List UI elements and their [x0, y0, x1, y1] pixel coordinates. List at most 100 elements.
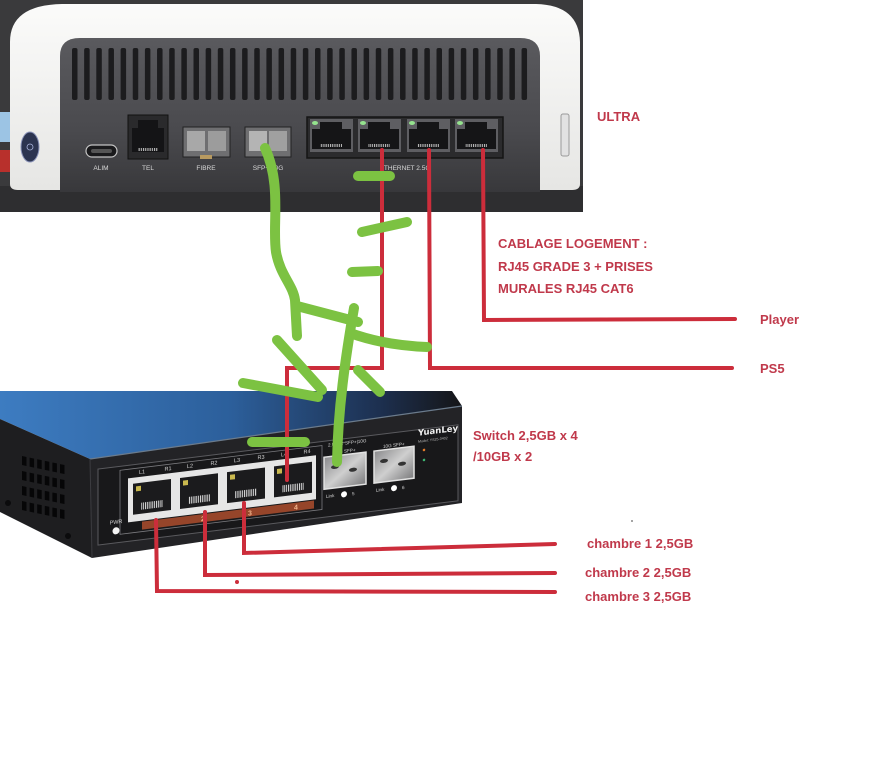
tel-label: TEL [142, 165, 154, 172]
port-pins [141, 500, 163, 510]
port-opening [274, 461, 312, 498]
vent-hole [22, 501, 27, 511]
fibre-port-latch [200, 155, 212, 159]
sfp-number-5: 5 [352, 491, 355, 496]
vent-slot [108, 48, 114, 100]
cable-switch-to-chambre-2 [203, 510, 557, 578]
vent-hole [29, 457, 35, 468]
switch-front-panel: 1 2 3 4 L1 R1 L2 R2 L3 R3 L4 R4 PWR 2.5G… [97, 424, 459, 546]
copper-cables [154, 148, 737, 594]
vent-slot [96, 48, 102, 100]
port-opening [227, 467, 265, 504]
vent-hole [22, 456, 27, 466]
router-name-label: ULTRA [597, 109, 641, 124]
sfp-port-5 [323, 451, 367, 491]
vent-slot [242, 48, 248, 100]
cabling-note-line-1: CABLAGE LOGEMENT : [498, 236, 648, 251]
vent-slot [412, 48, 418, 100]
ethernet-port-3 [407, 119, 450, 152]
port-label: R1 [164, 466, 171, 473]
fiber-strike-3 [347, 266, 383, 277]
vent-hole [22, 471, 27, 481]
port-pins [465, 144, 487, 147]
cable-switch-to-chambre-3 [154, 518, 557, 594]
vent-hole [52, 477, 57, 488]
vent-slot [387, 48, 394, 100]
switch-port-2 [180, 473, 218, 509]
port-pins [417, 144, 439, 147]
power-icon [26, 143, 34, 151]
sfp-cage-hole [380, 458, 388, 463]
vent-hole [60, 509, 65, 520]
vent-slot [72, 48, 78, 100]
vent-hole [29, 487, 35, 498]
vent-slot [400, 48, 406, 100]
screw [65, 533, 71, 539]
model-label: Model: YS25-0402 [418, 436, 448, 444]
sfp-number-6: 6 [402, 485, 405, 490]
port-led [230, 474, 235, 480]
cable-ultra-to-ps5 [427, 148, 734, 370]
vent-hole [52, 492, 57, 503]
background-object-red [0, 150, 10, 172]
link-led-6 [391, 485, 397, 492]
fiber-strike-2 [357, 217, 412, 237]
power-button[interactable] [20, 131, 40, 163]
rj45-white-frame [128, 455, 316, 523]
vent-slot [375, 48, 382, 100]
ps5-label: PS5 [760, 361, 785, 376]
chambre-2-label: chambre 2 2,5GB [585, 565, 691, 580]
router-vent-grille [72, 48, 528, 100]
sfp-cage [323, 451, 367, 491]
port-pins [320, 144, 342, 147]
link-led [457, 121, 463, 125]
port-led [277, 468, 282, 475]
link-led-5 [341, 491, 347, 498]
port-number: 3 [248, 510, 252, 517]
switch-corner-edge [89, 458, 93, 559]
switch-port-3 [227, 467, 265, 504]
vent-slot [169, 48, 175, 100]
vent-hole [29, 502, 35, 513]
vent-slot [132, 48, 139, 100]
fiber-strike-4 [272, 335, 327, 395]
port-label: L2 [187, 463, 193, 470]
switch-left-side [0, 419, 92, 558]
ethernet-port-1 [310, 119, 353, 152]
alim-label: ALIM [93, 165, 108, 172]
vent-slot [290, 48, 297, 100]
link-led [409, 121, 415, 125]
vent-hole [44, 460, 50, 471]
vent-slot [448, 48, 455, 100]
port-led [136, 485, 141, 492]
vent-hole [44, 475, 50, 486]
link-label-5: Link [326, 493, 335, 499]
vent-slot [351, 48, 357, 100]
vent-hole [29, 472, 35, 483]
fiber-branch-right [345, 328, 432, 352]
sfp-cage-hole [398, 461, 406, 466]
tel-port-pins [138, 148, 158, 151]
vent-hole [44, 505, 50, 516]
ultra-router-photo: ALIM TEL FIBRE SFP+ 10G ETHERNET 2.5G [0, 0, 583, 212]
port-label: R2 [210, 460, 217, 467]
ethernet-label: ETHERNET 2.5G [380, 165, 431, 172]
cable-ultra-to-player [481, 148, 737, 323]
vent-hole [60, 479, 65, 490]
link-led [312, 121, 318, 125]
pwr-label: PWR [110, 519, 123, 527]
switch-label-line-2: /10GB x 2 [473, 449, 532, 464]
fiber-cable-main [260, 143, 302, 341]
vent-hole [37, 489, 42, 500]
cabling-note-line-3: MURALES RJ45 CAT6 [498, 281, 634, 296]
vent-slot [424, 48, 430, 100]
sfp-label-5: 10G SFP+ [334, 447, 356, 455]
port-led [183, 479, 188, 486]
vent-slot [315, 48, 321, 100]
chambre-1-label: chambre 1 2,5GB [587, 536, 693, 551]
fiber-scribbles [238, 143, 432, 467]
port-label: L3 [234, 458, 240, 465]
port-opening [180, 473, 218, 509]
vent-slot [436, 48, 442, 100]
rj45-group-outline [119, 445, 323, 535]
